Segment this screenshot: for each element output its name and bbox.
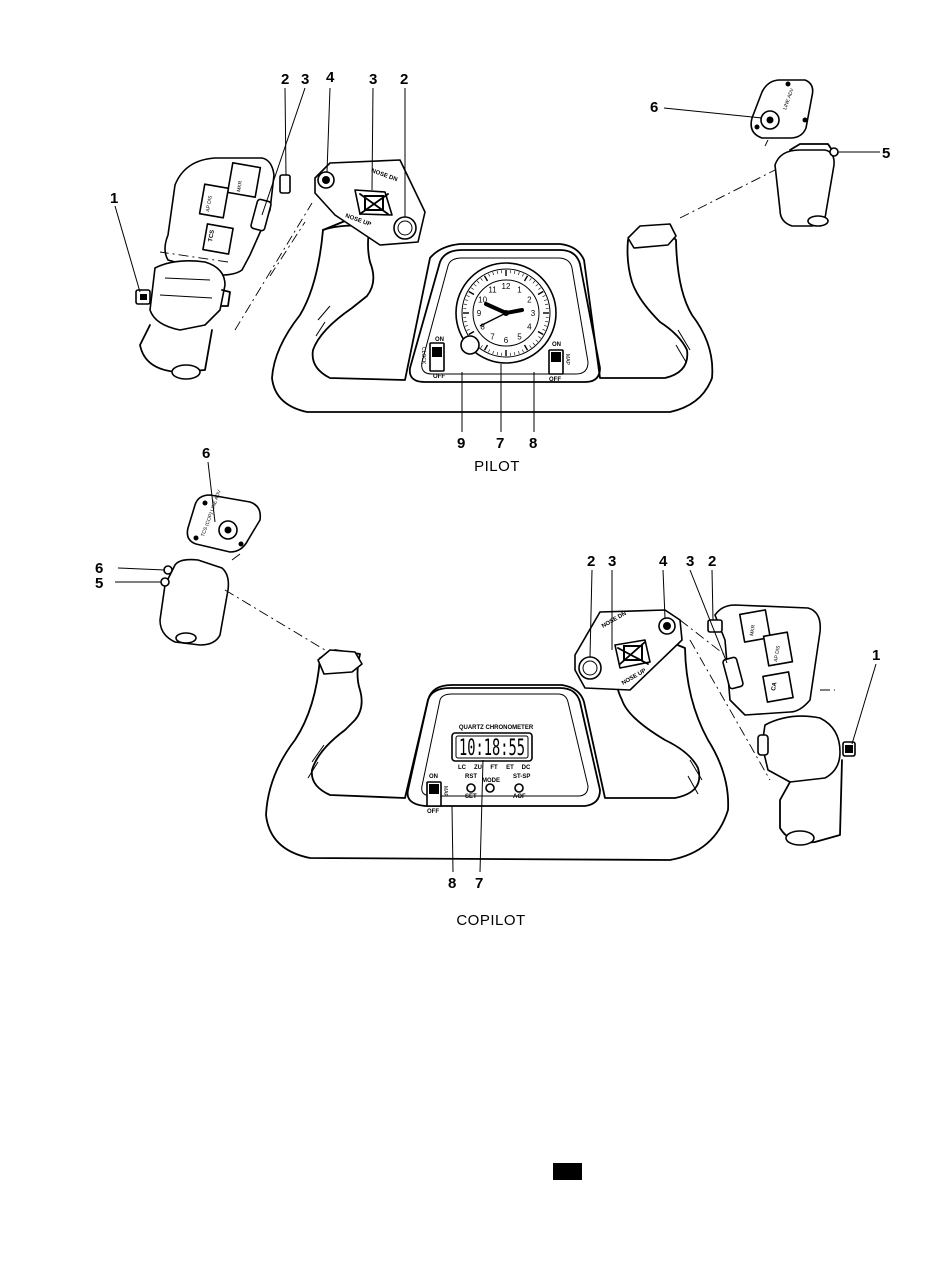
- chronometer-button-face[interactable]: [515, 784, 523, 792]
- chronometer-button-face[interactable]: [467, 784, 475, 792]
- copilot-callout-5: 5: [95, 575, 103, 592]
- pilot-clock-numeral: 5: [517, 332, 522, 341]
- pilot-clock-switch[interactable]: ON OFF CLOCK: [420, 337, 445, 380]
- chronometer-button[interactable]: MODE: [482, 778, 500, 792]
- pilot-clock-knob[interactable]: [461, 336, 479, 354]
- copilot-left-handle-exploded: TCS (COP) LINE ADV: [160, 489, 260, 645]
- copilot-caption: COPILOT: [456, 912, 525, 929]
- chronometer-mode-label: FT: [490, 765, 498, 771]
- copilot-left-grip-cap: [318, 650, 362, 674]
- chronometer-button-top-label: RST: [465, 774, 477, 780]
- pilot-clock-numeral: 4: [527, 323, 532, 332]
- copilot-callout-6a: 6: [202, 445, 210, 462]
- pilot-clock-numeral: 3: [531, 309, 536, 318]
- pilot-callout-6: 6: [650, 99, 658, 116]
- pilot-label-ap-dis: [200, 184, 229, 218]
- copilot-panel-6: TCS (COP) LINE ADV: [187, 489, 260, 552]
- pilot-trim-plate: NOSE DN NOSE UP: [315, 160, 425, 245]
- pilot-callout-7: 7: [496, 435, 504, 452]
- pilot-tcs-button[interactable]: [203, 224, 233, 254]
- copilot-callout-7: 7: [475, 875, 483, 892]
- pilot-clock-switch-on-label: ON: [435, 337, 444, 343]
- copilot-trim-switch[interactable]: [615, 640, 650, 668]
- pilot-map-switch-off-label: OFF: [549, 377, 561, 383]
- pilot-clock-numeral: 1: [517, 286, 522, 295]
- chronometer-mode-labels: LC ZU FT ET DC: [458, 765, 531, 771]
- chronometer-button-bottom-label: MODE: [482, 778, 500, 784]
- pilot-callout-9: 9: [457, 435, 465, 452]
- copilot-callout-2b: 2: [708, 553, 716, 570]
- chronometer-mode-label: ET: [506, 765, 514, 771]
- chronometer-button-bottom-label: AOF: [513, 794, 526, 800]
- pilot-callout-8: 8: [529, 435, 537, 452]
- chronometer-button-bottom-label: SET: [465, 794, 477, 800]
- chronometer-title: QUARTZ CHRONOMETER: [459, 725, 534, 731]
- pilot-callout-3b: 3: [369, 71, 377, 88]
- copilot-callout-3b: 3: [686, 553, 694, 570]
- pilot-clock-numeral: 7: [490, 332, 495, 341]
- copilot-yoke: QUARTZ CHRONOMETER 10:18:55 LC ZU FT ET DC R…: [95, 445, 880, 929]
- pilot-switch-2-knob[interactable]: [280, 175, 290, 193]
- copilot-callout-1: 1: [872, 647, 880, 664]
- copilot-map-switch-on-label: ON: [429, 774, 438, 780]
- copilot-ca-button[interactable]: [763, 672, 793, 702]
- chronometer-mode-label: ZU: [474, 765, 482, 771]
- pilot-button-5[interactable]: [830, 148, 838, 156]
- copilot-callout-3a: 3: [608, 553, 616, 570]
- pilot-callout-1: 1: [110, 190, 118, 207]
- chronometer-mode-label: DC: [522, 765, 531, 771]
- pilot-clock-numeral: 12: [502, 282, 511, 291]
- pilot-right-handle-exploded: LINE ADV: [751, 80, 838, 226]
- pilot-callout-2b: 2: [400, 71, 408, 88]
- pilot-label-mkr: [228, 163, 261, 197]
- pilot-map-switch-on-label: ON: [552, 342, 561, 348]
- chronometer-button-face[interactable]: [486, 784, 494, 792]
- copilot-chronometer: QUARTZ CHRONOMETER 10:18:55 LC ZU FT ET DC R…: [452, 725, 534, 800]
- chronometer-button[interactable]: RST SET: [465, 774, 477, 800]
- pilot-clock-switch-off-label: OFF: [433, 374, 445, 380]
- pilot-right-grip-cap: [628, 224, 676, 248]
- chronometer-button-top-label: ST-SP: [513, 774, 530, 780]
- copilot-map-switch[interactable]: ON OFF MAP: [427, 774, 448, 815]
- pilot-callout-2a: 2: [281, 71, 289, 88]
- copilot-button-6-small[interactable]: [164, 566, 172, 574]
- pilot-left-handle-exploded: TCS AP DIS MKR: [136, 158, 290, 379]
- copilot-map-switch-letters: MAP: [442, 786, 448, 798]
- pilot-clock-numeral: 2: [527, 296, 532, 305]
- copilot-button-2[interactable]: [579, 657, 601, 679]
- copilot-right-handle-exploded: CA AP DIS MKR: [708, 605, 855, 845]
- pilot-button-2[interactable]: [394, 217, 416, 239]
- page-number-block: [553, 1163, 582, 1180]
- pilot-callout-3a: 3: [301, 71, 309, 88]
- pilot-panel-6: LINE ADV: [751, 80, 813, 138]
- pilot-map-switch-letters: MAP: [564, 354, 570, 366]
- copilot-callout-4: 4: [659, 553, 668, 570]
- copilot-button-5[interactable]: [161, 578, 169, 586]
- pilot-callout-5: 5: [882, 145, 890, 162]
- pilot-map-switch[interactable]: ON OFF MAP: [549, 342, 570, 383]
- copilot-map-switch-off-label: OFF: [427, 809, 439, 815]
- chronometer-display: 10:18:55: [459, 736, 525, 761]
- pilot-clock-numeral: 9: [477, 309, 482, 318]
- pilot-clock-numeral: 6: [504, 336, 509, 345]
- chronometer-mode-label: LC: [458, 765, 467, 771]
- pilot-clock-switch-letters: CLOCK: [420, 347, 426, 365]
- pilot-callout-4: 4: [326, 69, 335, 86]
- pilot-clock-numeral: 11: [488, 286, 497, 295]
- copilot-callout-2a: 2: [587, 553, 595, 570]
- copilot-callout-8: 8: [448, 875, 456, 892]
- pilot-caption: PILOT: [474, 458, 520, 475]
